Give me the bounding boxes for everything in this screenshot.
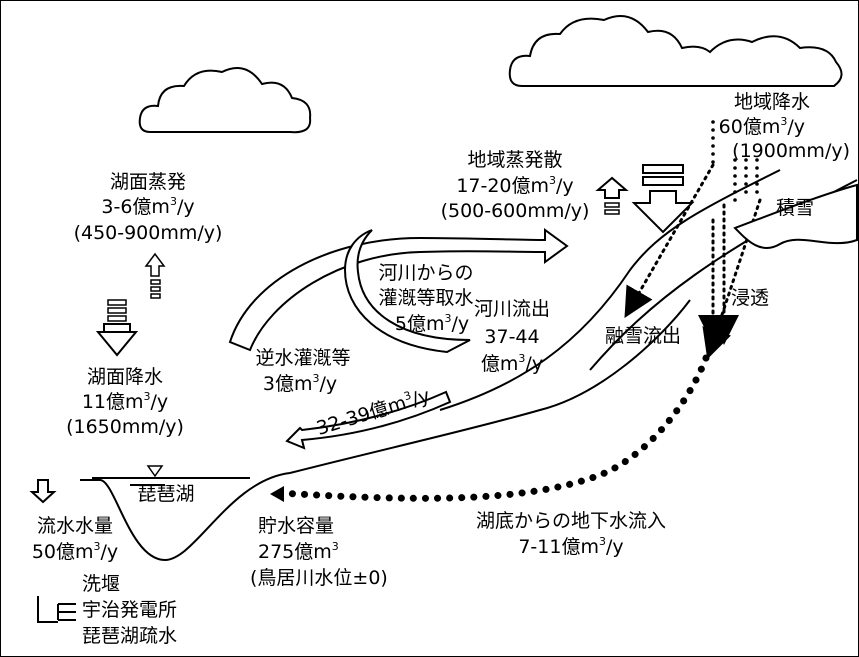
snowmelt-label: 融雪流出: [605, 325, 681, 347]
lake-evap-label: 湖面蒸発 3-6億m3/y (450-900mm/y): [74, 171, 223, 244]
lake-evap-bars: [150, 279, 161, 299]
outlets-line3: 琵琶湖疏水: [82, 625, 177, 647]
irrigation-intake-arrow: [343, 229, 471, 354]
regional-et-small-bars: [604, 202, 620, 215]
reverse-irrigation-value: 3億m3/y: [263, 372, 337, 395]
outflow-value: 50億m3/y: [32, 540, 118, 563]
outlets-line1: 洗堰: [82, 573, 120, 595]
regional-precip-name: 地域降水: [734, 91, 810, 113]
lake-evap-name: 湖面蒸発: [110, 171, 186, 193]
left-cloud-icon: [138, 67, 312, 134]
lake-precip-bars: [107, 299, 127, 322]
river-bank: [439, 169, 781, 411]
outflow-name: 流水水量: [37, 515, 113, 537]
irrigation-intake-line1: 河川からの: [378, 262, 473, 284]
river-outflow-name: 河川流出: [474, 298, 550, 320]
lake-precip-label: 湖面降水 11億m3/y (1650mm/y): [66, 366, 184, 438]
storage-value: 275億m3: [258, 540, 339, 563]
lake-basin: [80, 472, 291, 562]
irrigation-intake-label: 河川からの 灌漑等取水 5億m3/y: [378, 262, 473, 335]
regional-et-value: 17-20億m3/y: [456, 174, 573, 197]
irrigation-return-arrow: [228, 228, 569, 352]
river-outflow-unit: 億m3/y: [481, 352, 543, 375]
storage-label: 貯水容量 275億m3 (鳥居川水位±0): [250, 515, 388, 589]
outflow-label: 流水水量 50億m3/y: [32, 515, 118, 563]
lake-precip-detail: (1650mm/y): [66, 416, 184, 438]
outlets-line2: 宇治発電所: [82, 599, 177, 621]
outlets-bracket: [37, 596, 76, 623]
outflow-arrow-icon: [29, 479, 57, 504]
irrigation-intake-value: 5億m3/y: [395, 312, 469, 335]
reverse-irrigation-label: 逆水灌漑等 3億m3/y: [255, 347, 350, 395]
groundwater-dotted-arrow: [276, 354, 710, 502]
regional-et-arrow-icon: [595, 176, 629, 199]
right-cloud-icon: [508, 15, 843, 87]
storage-detail: (鳥居川水位±0): [250, 567, 388, 589]
lake-evap-detail: (450-900mm/y): [74, 222, 223, 244]
lake-precip-arrow-icon: [95, 323, 139, 357]
river-outflow-value: 37-44: [484, 326, 539, 348]
inflow-to-lake-arrow: [285, 390, 452, 450]
groundwater-value: 7-11億m3/y: [518, 535, 623, 558]
regional-precip-value: 60億m3/y: [719, 115, 805, 138]
regional-et-bars: [642, 164, 684, 186]
ground-surface: [289, 299, 691, 474]
snow-dotted-arrow: [702, 198, 762, 360]
regional-et-name: 地域蒸発散: [467, 149, 562, 171]
regional-et-detail: (500-600mm/y): [441, 200, 590, 222]
lake-precip-name: 湖面降水: [87, 366, 163, 388]
groundwater-label: 湖底からの地下水流入 7-11億m3/y: [476, 510, 666, 558]
groundwater-name: 湖底からの地下水流入: [476, 510, 666, 532]
lake-precip-value: 11億m3/y: [82, 390, 168, 413]
regional-et-label: 地域蒸発散 17-20億m3/y (500-600mm/y): [441, 149, 590, 222]
lake-evap-value: 3-6億m3/y: [101, 195, 194, 218]
storage-name: 貯水容量: [258, 515, 334, 537]
lake-evap-arrow-icon: [144, 252, 166, 277]
lake-name-label: 琵琶湖: [137, 483, 194, 505]
irrigation-intake-line2: 灌漑等取水: [378, 287, 473, 309]
water-level-triangle-icon: [146, 465, 164, 478]
snow-cover: [733, 183, 858, 249]
reverse-irrigation-name: 逆水灌漑等: [255, 347, 350, 369]
river-outflow-label: 河川流出 37-44 億m3/y: [474, 298, 550, 375]
outlets-label: 洗堰 宇治発電所 琵琶湖疏水: [82, 573, 177, 647]
snowmelt-dotted-arrow: [624, 163, 715, 318]
groundwater-arrowhead: [270, 486, 284, 502]
regional-precip-arrow-icon: [631, 190, 695, 234]
regional-precip-label: 地域降水 60億m3/y (1900mm/y): [719, 91, 850, 162]
infiltration-label: 浸透: [731, 287, 769, 309]
snow-label: 積雪: [776, 197, 814, 219]
precip-dots: [711, 120, 759, 202]
regional-precip-detail: (1900mm/y): [732, 140, 850, 162]
